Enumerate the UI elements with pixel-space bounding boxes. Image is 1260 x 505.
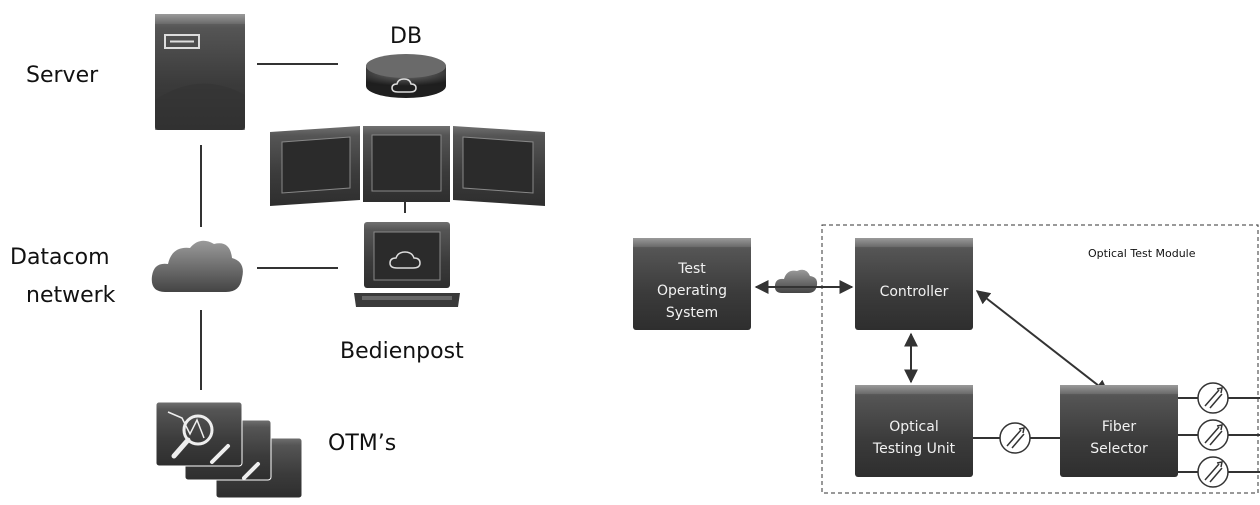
optical-connector-icon — [999, 422, 1031, 454]
cloud-icon — [774, 269, 818, 293]
db-label: DB — [390, 24, 422, 49]
server-icon — [155, 14, 245, 130]
right-module-diagram: Optical Test Module Test Operating Syste… — [633, 224, 1260, 494]
left-architecture: Server DB Datacom netwerk — [10, 14, 545, 499]
tos-label-1: Test — [677, 261, 706, 277]
selector-label-1: Fiber — [1102, 419, 1136, 435]
network-label-line2: netwerk — [26, 283, 116, 308]
module-label: Optical Test Module — [1088, 247, 1196, 260]
optical-connector-icon — [1197, 456, 1229, 488]
controller-label: Controller — [880, 284, 949, 300]
controller-selector-link — [975, 290, 1110, 394]
controller-box: Controller — [855, 238, 973, 330]
network-label-line1: Datacom — [10, 245, 110, 270]
server-label: Server — [26, 63, 99, 88]
tos-box: Test Operating System — [633, 238, 751, 330]
otm-device-icon — [155, 401, 303, 499]
output-connectors — [1178, 382, 1260, 488]
tos-label-3: System — [666, 305, 718, 321]
tos-label-2: Operating — [657, 283, 727, 299]
laptop-icon — [354, 222, 460, 307]
selector-box: Fiber Selector — [1060, 385, 1178, 477]
optical-connector-icon — [1197, 382, 1229, 414]
workstation-label: Bedienpost — [340, 339, 464, 364]
optical-connector-icon — [1197, 419, 1229, 451]
otu-label-2: Testing Unit — [872, 441, 956, 457]
database-icon — [366, 54, 446, 98]
otu-label-1: Optical — [889, 419, 938, 435]
cloud-icon — [151, 240, 243, 292]
otu-box: Optical Testing Unit — [855, 385, 973, 477]
module-boundary — [821, 224, 1259, 494]
monitors-icon — [270, 126, 545, 206]
otm-label: OTM’s — [328, 431, 396, 456]
selector-label-2: Selector — [1090, 441, 1148, 457]
